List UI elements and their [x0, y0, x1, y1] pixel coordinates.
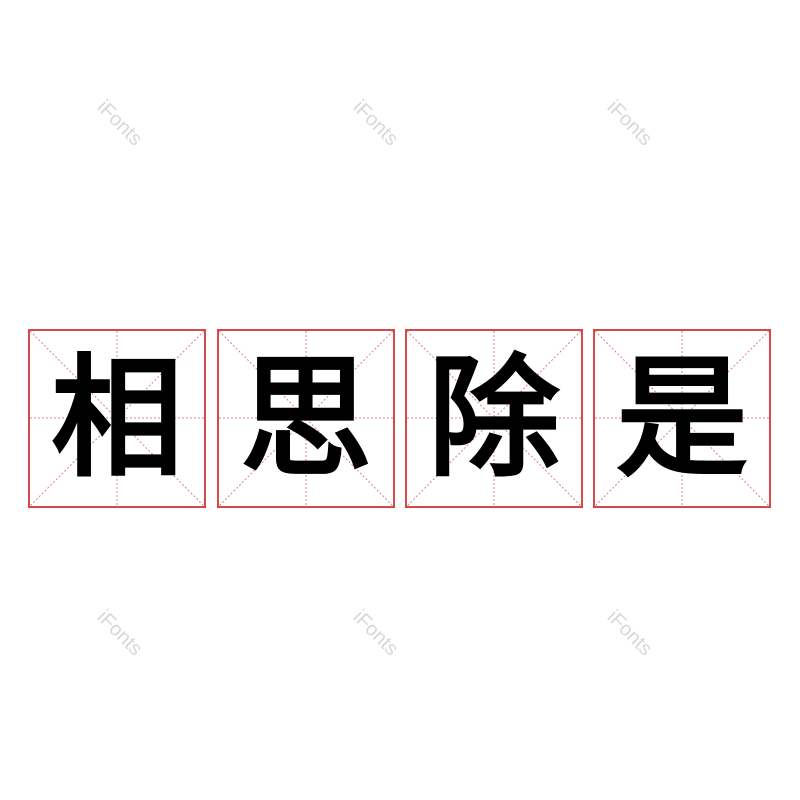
watermark: iFonts	[602, 606, 657, 661]
grid-guides	[595, 331, 769, 506]
grid-guides	[407, 331, 581, 506]
grid-guides	[30, 331, 204, 506]
character-glyph: 思	[240, 341, 372, 496]
watermark: iFonts	[92, 606, 147, 661]
character-grid-box-3: 除	[405, 329, 583, 508]
watermark: iFonts	[92, 96, 147, 151]
character-glyph: 除	[428, 341, 560, 496]
watermark: iFonts	[602, 96, 657, 151]
character-glyph: 是	[616, 341, 748, 496]
watermark: iFonts	[348, 606, 403, 661]
watermark: iFonts	[348, 96, 403, 151]
character-glyph: 相	[51, 341, 183, 496]
grid-guides	[219, 331, 393, 506]
character-grid-box-1: 相	[28, 329, 206, 508]
character-grid-box-2: 思	[217, 329, 395, 508]
character-grid-box-4: 是	[593, 329, 771, 508]
